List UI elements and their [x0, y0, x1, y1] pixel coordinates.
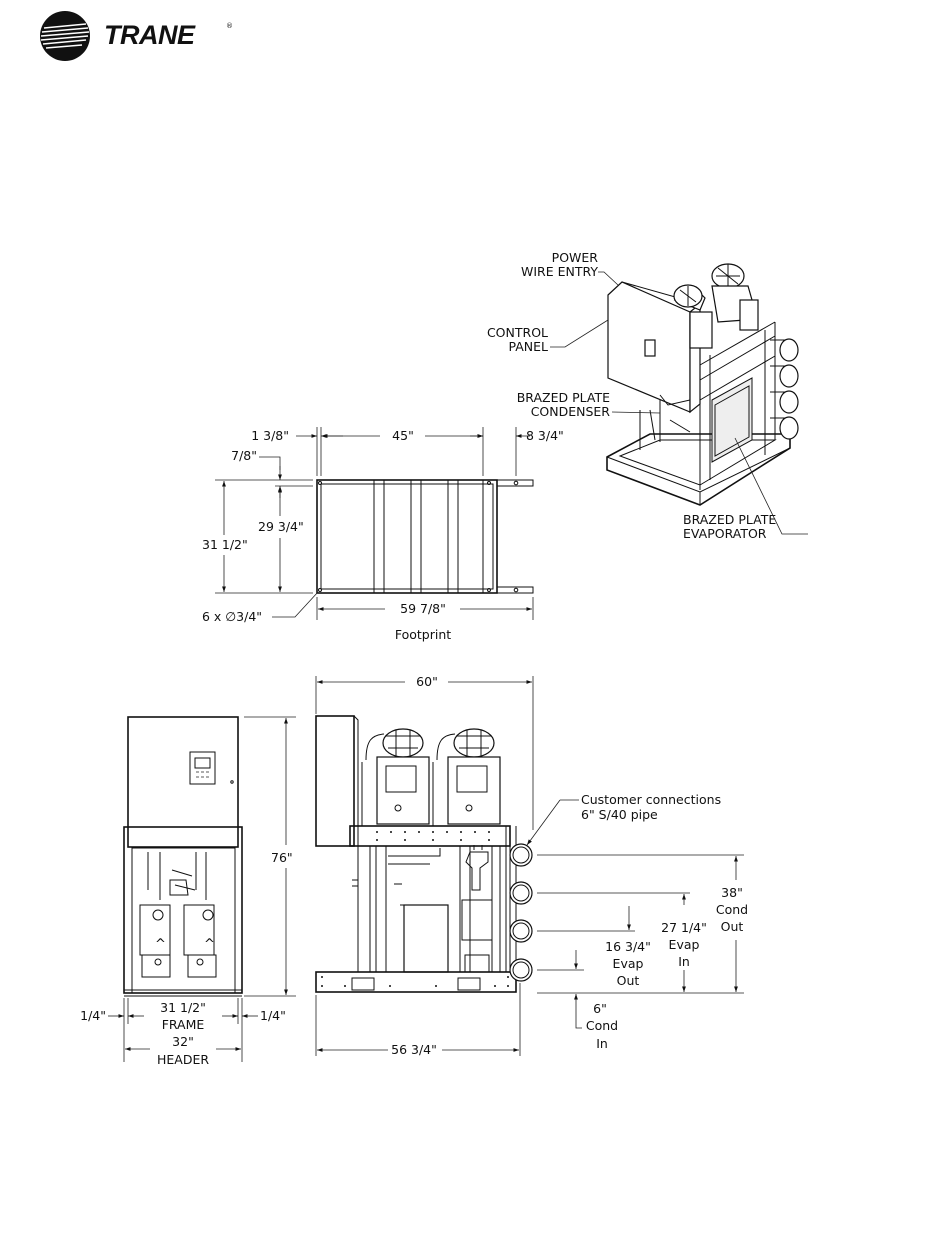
label-evaporator: EVAPORATOR	[683, 526, 767, 541]
front-view: ^ ^ 76" 1/4" 1/4" 31 1/2" FRAME 32" HEAD…	[80, 717, 296, 1067]
footprint-caption: Footprint	[395, 627, 451, 642]
side-control-panel	[316, 716, 354, 846]
label-customer-connections: Customer connections	[581, 792, 721, 807]
dim-front-header-value: 32"	[172, 1034, 194, 1049]
dim-cond-out-label2: Out	[721, 919, 744, 934]
svg-text:^: ^	[204, 937, 215, 952]
label-wire-entry: WIRE ENTRY	[521, 264, 598, 279]
label-panel: PANEL	[508, 339, 548, 354]
side-compressor-2	[433, 729, 500, 826]
side-view: 60"	[316, 674, 748, 1057]
dim-front-header-label: HEADER	[157, 1052, 209, 1067]
dim-cond-in-label2: In	[596, 1036, 608, 1051]
dim-fp-31-1-2: 31 1/2"	[202, 537, 248, 552]
dim-evap-in-value: 27 1/4"	[661, 920, 707, 935]
dim-fp-29-3-4: 29 3/4"	[258, 519, 304, 534]
dim-side-60: 60"	[416, 674, 438, 689]
label-condenser: CONDENSER	[531, 404, 611, 419]
dim-cond-in-value: 6"	[593, 1001, 607, 1016]
dim-front-left-gap: 1/4"	[80, 1008, 106, 1023]
side-compressor-1	[362, 729, 429, 826]
svg-text:^: ^	[155, 937, 166, 952]
iso-evaporator-box	[712, 378, 752, 462]
dim-fp-1-3-8: 1 3/8"	[251, 428, 289, 443]
customer-connection-pipes	[510, 844, 532, 981]
dim-front-76: 76"	[271, 850, 293, 865]
dim-front-right-gap: 1/4"	[260, 1008, 286, 1023]
dim-evap-out-value: 16 3/4"	[605, 939, 651, 954]
label-brazed-plate-e: BRAZED PLATE	[683, 512, 776, 527]
label-pipe-size: 6" S/40 pipe	[581, 807, 658, 822]
dim-evap-out-label1: Evap	[613, 956, 644, 971]
footprint-view: 1 3/8" 45" 8 3/4" 7/8" 29 3/4" 31 1/2" 6…	[202, 427, 564, 642]
dim-front-frame-label: FRAME	[162, 1017, 205, 1032]
label-brazed-plate-c: BRAZED PLATE	[517, 390, 610, 405]
dim-front-frame-value: 31 1/2"	[160, 1000, 206, 1015]
iso-compressor-2	[712, 264, 758, 330]
dim-cond-in-label1: Cond	[586, 1018, 618, 1033]
dim-cond-out-value: 38"	[721, 885, 743, 900]
dim-fp-holes: 6 x ∅3/4"	[202, 609, 262, 624]
dim-evap-out-label2: Out	[617, 973, 640, 988]
dim-side-56-3-4: 56 3/4"	[391, 1042, 437, 1057]
dim-fp-59-7-8: 59 7/8"	[400, 601, 446, 616]
dim-fp-7-8: 7/8"	[231, 448, 257, 463]
dim-fp-8-3-4: 8 3/4"	[526, 428, 564, 443]
dim-evap-in-label2: In	[678, 954, 690, 969]
isometric-view	[607, 264, 798, 505]
dim-cond-out-label1: Cond	[716, 902, 748, 917]
side-condenser-box	[404, 905, 448, 972]
dim-evap-in-label1: Evap	[669, 937, 700, 952]
side-base	[316, 972, 516, 992]
label-control: CONTROL	[487, 325, 548, 340]
dim-fp-45: 45"	[392, 428, 414, 443]
label-power: POWER	[552, 250, 599, 265]
